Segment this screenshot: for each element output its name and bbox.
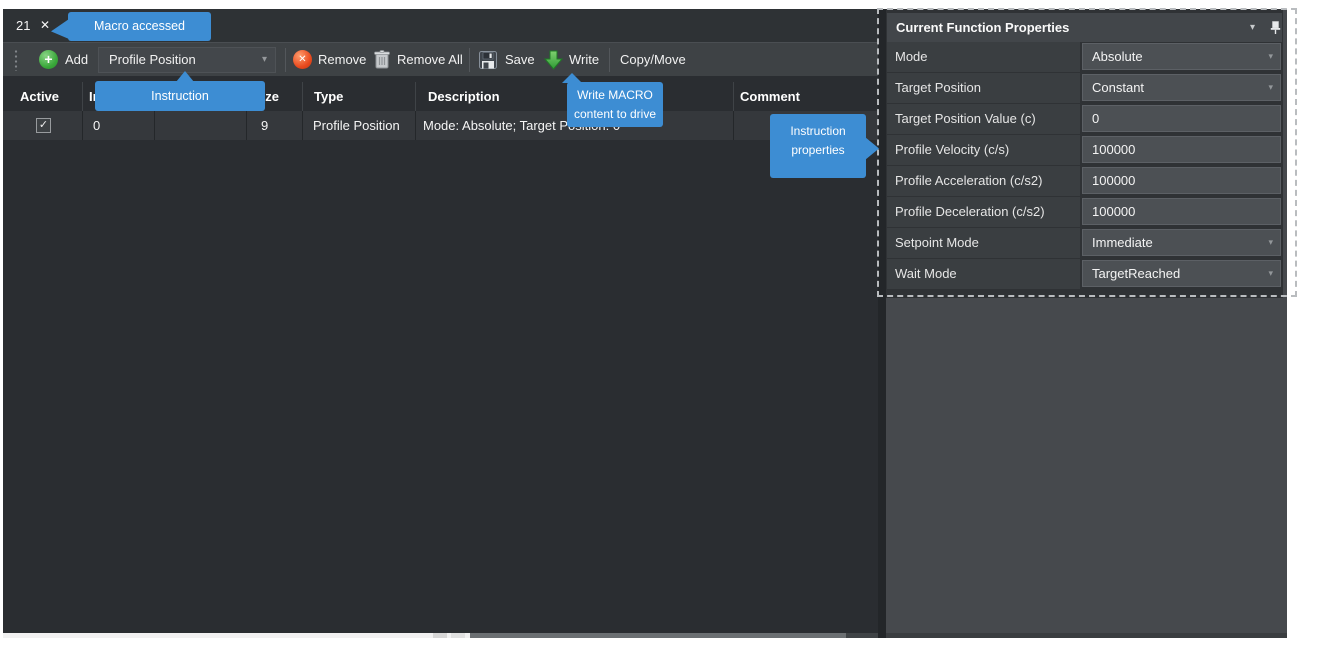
active-checkbox[interactable]: ✓ — [36, 118, 51, 133]
property-label: Profile Velocity (c/s) — [887, 135, 1080, 165]
property-row-mode: Mode Absolute ▾ — [887, 42, 1282, 72]
panel-collapse-chevron-icon[interactable]: ▾ — [1250, 22, 1256, 33]
property-row-target-position-value: Target Position Value (c) 0 — [887, 104, 1282, 134]
property-row-profile-velocity: Profile Velocity (c/s) 100000 — [887, 135, 1282, 165]
target-position-dropdown[interactable]: Constant ▾ — [1082, 74, 1281, 101]
field-value: 100000 — [1092, 173, 1136, 188]
remove-all-button[interactable]: Remove All — [397, 52, 463, 67]
instruction-row[interactable]: ✓ 0 9 Profile Position Mode: Absolute; T… — [3, 111, 878, 140]
chevron-down-icon: ▾ — [1268, 82, 1273, 92]
panel-title: Current Function Properties — [896, 20, 1070, 35]
properties-region: Current Function Properties ▾ Mode Absol… — [886, 9, 1287, 638]
callout-tail-up — [562, 73, 582, 83]
panel-splitter[interactable] — [878, 9, 886, 638]
property-label: Profile Acceleration (c/s2) — [887, 166, 1080, 196]
scrollbar-fragment — [451, 633, 465, 638]
field-value: Constant — [1092, 80, 1145, 95]
profile-deceleration-input[interactable]: 100000 — [1082, 198, 1281, 225]
column-header-active[interactable]: Active — [3, 82, 83, 111]
callout-macro-accessed: Macro accessed — [68, 12, 211, 41]
instruction-table: Active Index Size Type Description Comme… — [3, 76, 878, 633]
macro-editor-region: 21 ✕ + Add Profile Position ▾ ✕ Remove — [3, 9, 878, 638]
property-label: Target Position — [887, 73, 1080, 103]
property-row-target-position: Target Position Constant ▾ — [887, 73, 1282, 103]
copy-move-button[interactable]: Copy/Move — [620, 52, 686, 67]
toolbar-separator — [469, 48, 470, 72]
property-label: Profile Deceleration (c/s2) — [887, 197, 1080, 227]
horizontal-scrollbar — [3, 633, 878, 638]
property-row-setpoint-mode: Setpoint Mode Immediate ▾ — [887, 228, 1282, 258]
field-value: 100000 — [1092, 204, 1136, 219]
toolbar-grip-handle[interactable] — [14, 49, 18, 71]
tab-macro-21[interactable]: 21 — [16, 18, 31, 33]
field-value: TargetReached — [1092, 266, 1181, 281]
trash-icon[interactable] — [374, 50, 390, 69]
panel-bottom-edge — [886, 633, 1287, 638]
property-label: Target Position Value (c) — [887, 104, 1080, 134]
column-header-description[interactable]: Description — [416, 82, 734, 111]
column-header-type[interactable]: Type — [303, 82, 416, 111]
wait-mode-dropdown[interactable]: TargetReached ▾ — [1082, 260, 1281, 287]
chevron-down-icon: ▾ — [1268, 268, 1273, 278]
scrollbar-end — [846, 633, 878, 638]
remove-button[interactable]: Remove — [318, 52, 367, 67]
add-button[interactable]: Add — [65, 52, 89, 67]
callout-instruction: Instruction — [95, 81, 265, 111]
callout-line: content to drive — [573, 106, 657, 121]
field-value: Immediate — [1092, 235, 1153, 250]
field-value: 100000 — [1092, 142, 1136, 157]
index-cell: 0 — [83, 111, 155, 140]
callout-line: Write MACRO — [577, 88, 653, 102]
pin-icon[interactable] — [1270, 21, 1281, 34]
scrollbar-thumb[interactable] — [470, 633, 846, 638]
mode-dropdown[interactable]: Absolute ▾ — [1082, 43, 1281, 70]
setpoint-mode-dropdown[interactable]: Immediate ▾ — [1082, 229, 1281, 256]
profile-acceleration-input[interactable]: 100000 — [1082, 167, 1281, 194]
property-label: Wait Mode — [887, 259, 1080, 289]
callout-write-macro: Write MACRO content to drive — [567, 82, 663, 127]
write-button[interactable]: Write — [569, 52, 600, 67]
toolbar-separator — [285, 48, 286, 72]
remove-icon[interactable]: ✕ — [293, 50, 312, 69]
profile-velocity-input[interactable]: 100000 — [1082, 136, 1281, 163]
property-row-wait-mode: Wait Mode TargetReached ▾ — [887, 259, 1282, 289]
active-cell: ✓ — [3, 111, 83, 140]
chevron-down-icon: ▾ — [1268, 51, 1273, 61]
callout-instruction-properties: Instruction properties — [770, 114, 866, 178]
chevron-down-icon: ▾ — [261, 54, 267, 65]
property-label: Setpoint Mode — [887, 228, 1080, 258]
save-button[interactable]: Save — [505, 52, 535, 67]
property-row-profile-acceleration: Profile Acceleration (c/s2) 100000 — [887, 166, 1282, 196]
add-icon[interactable]: + — [39, 50, 58, 69]
instruction-type-value: Profile Position — [109, 52, 196, 67]
instruction-type-dropdown[interactable]: Profile Position ▾ — [98, 47, 276, 73]
chevron-down-icon: ▾ — [1268, 237, 1273, 247]
callout-line: Instruction — [790, 124, 846, 138]
save-icon[interactable] — [479, 51, 497, 69]
function-properties-panel: Current Function Properties ▾ Mode Absol… — [886, 9, 1283, 298]
property-label: Mode — [887, 42, 1080, 72]
column-header-comment[interactable]: Comment — [740, 89, 800, 104]
panel-header: Current Function Properties ▾ — [887, 13, 1282, 42]
field-value: 0 — [1092, 111, 1100, 126]
close-icon[interactable]: ✕ — [40, 18, 51, 32]
callout-line: properties — [791, 143, 845, 158]
type-cell: Profile Position — [303, 111, 416, 140]
target-position-value-input[interactable]: 0 — [1082, 105, 1281, 132]
callout-tail-up — [176, 71, 194, 82]
size-cell: 9 — [247, 111, 303, 140]
macro-toolbar: + Add Profile Position ▾ ✕ Remove Remove… — [3, 42, 878, 76]
hidden-cell — [155, 111, 247, 140]
toolbar-separator — [609, 48, 610, 72]
write-download-arrow-icon[interactable] — [544, 50, 563, 70]
scrollbar-fragment — [433, 633, 447, 638]
field-value: Absolute — [1092, 49, 1143, 64]
property-row-profile-deceleration: Profile Deceleration (c/s2) 100000 — [887, 197, 1282, 227]
